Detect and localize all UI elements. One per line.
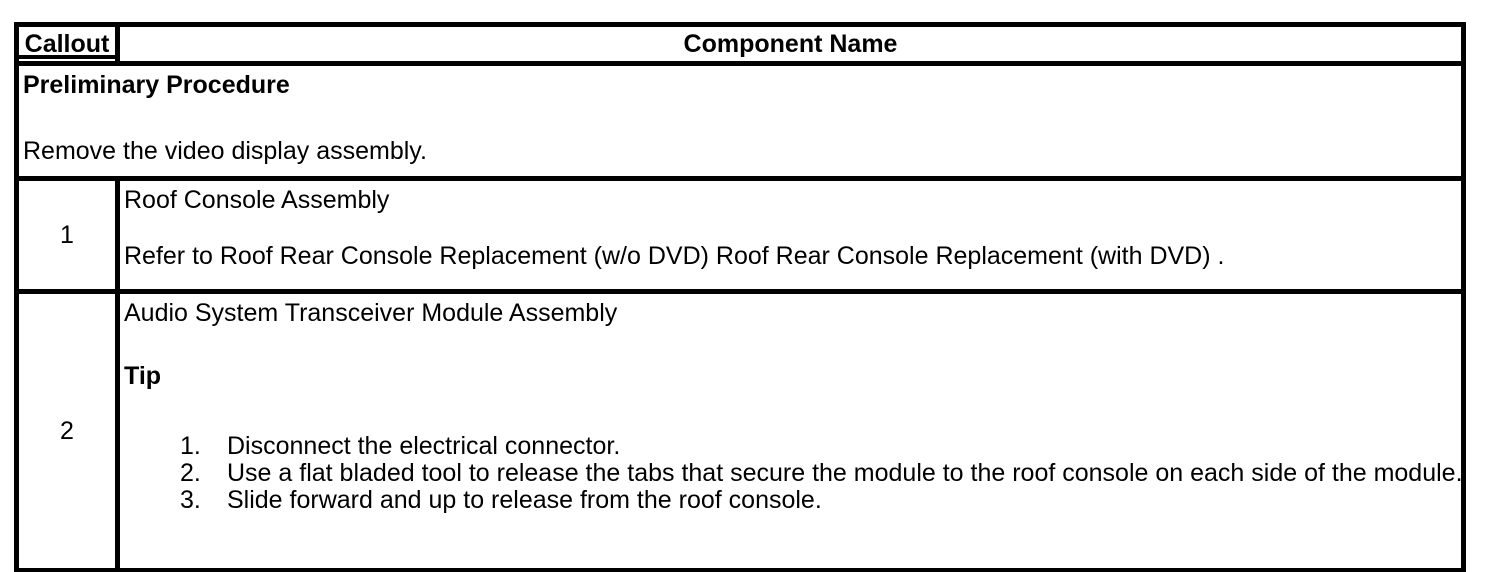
tip-label: Tip [124,362,162,390]
step-text-2: Use a flat bladed tool to release the ta… [227,459,1463,487]
step-text-1: Disconnect the electrical connector. [227,432,621,460]
table-header-row: Callout Component Name [14,22,1466,66]
preliminary-procedure-cell: Preliminary Procedure Remove the video d… [14,61,1466,181]
step-list: 1. Disconnect the electrical connector. 2… [124,433,1459,514]
step-text-3: Slide forward and up to release from the… [227,486,822,514]
component-name-2: Audio System Transceiver Module Assembly [124,299,618,327]
preliminary-procedure-text: Remove the video display assembly. [23,137,427,165]
step-number-2: 2. [180,459,201,487]
component-cell-2: Audio System Transceiver Module Assembly… [115,289,1466,572]
step-number-3: 3. [180,486,201,514]
table-row-2: 2 Audio System Transceiver Module Assemb… [14,289,1466,572]
refer-text-1: Refer to Roof Rear Console Replacement (… [124,242,1225,270]
preliminary-procedure-title: Preliminary Procedure [23,71,290,99]
callout-component-table: Callout Component Name Preliminary Proce… [14,22,1466,572]
column-header-component-name: Component Name [115,22,1466,66]
component-cell-1: Roof Console Assembly Refer to Roof Rear… [115,176,1466,294]
step-item-2: 2.Use a flat bladed tool to release the … [180,459,1459,487]
preliminary-procedure-row: Preliminary Procedure Remove the video d… [14,61,1466,181]
step-item-1: 1. Disconnect the electrical connector. [180,433,1457,460]
step-number-1: 1. [180,432,201,460]
callout-number-1: 1 [14,176,120,294]
component-name-1: Roof Console Assembly [124,186,390,214]
callout-number-2: 2 [14,289,120,572]
column-header-callout: Callout [14,22,120,66]
table-row-1: 1 Roof Console Assembly Refer to Roof Re… [14,176,1466,294]
step-item-3: 3. Slide forward and up to release from t… [180,487,1457,514]
